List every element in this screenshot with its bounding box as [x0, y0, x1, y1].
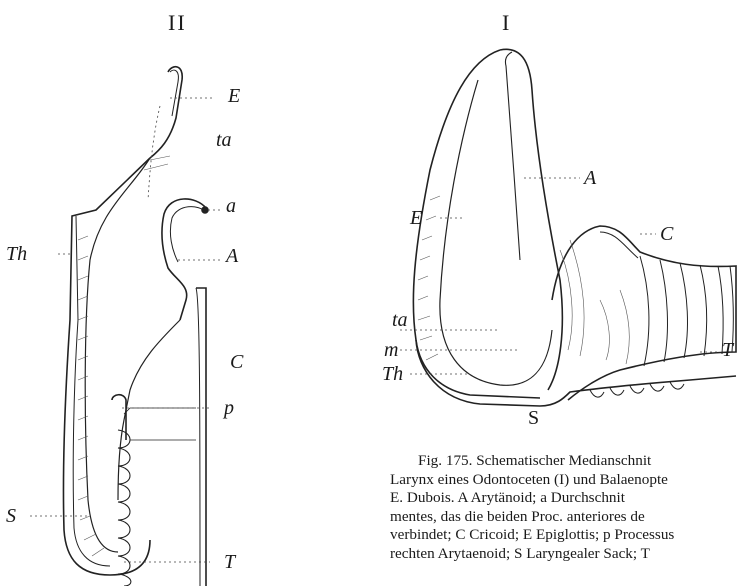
- label-ta-ii: ta: [216, 130, 232, 150]
- label-p-ii: p: [224, 398, 234, 418]
- figure-caption: Fig. 175. Schematischer Medianschnit Lar…: [390, 452, 746, 564]
- label-m-i: m: [384, 340, 398, 360]
- label-Th-i: Th: [382, 364, 403, 384]
- label-A-i: A: [584, 168, 596, 188]
- label-a-ii: a: [226, 196, 236, 216]
- figure-i-numeral: I: [502, 12, 511, 34]
- label-S-ii: S: [6, 506, 16, 526]
- label-E-ii: E: [228, 86, 240, 106]
- label-C-i: C: [660, 224, 673, 244]
- label-Th-ii: Th: [6, 244, 27, 264]
- caption-line: Fig. 175. Schematischer Medianschnit: [390, 452, 746, 471]
- epiglottis-outline-ii: [150, 67, 182, 158]
- caption-line: mentes, das die beiden Proc. anteriores …: [390, 508, 746, 527]
- label-E-i: E: [410, 208, 422, 228]
- caption-line: Larynx eines Odontoceten (I) und Balaeno…: [390, 471, 746, 490]
- label-T-i: T: [722, 340, 733, 360]
- label-C-ii: C: [230, 352, 243, 372]
- label-A-ii: A: [226, 246, 238, 266]
- caption-line: E. Dubois. A Arytänoid; a Durchschnit: [390, 489, 746, 508]
- figure-ii-numeral: II: [168, 12, 187, 34]
- label-ta-i: ta: [392, 310, 408, 330]
- label-T-ii: T: [224, 552, 235, 572]
- label-S-i: S: [528, 408, 539, 428]
- caption-line: verbindet; C Cricoid; E Epiglottis; p Pr…: [390, 526, 746, 545]
- caption-line: rechten Arytaenoid; S Laryngealer Sack; …: [390, 545, 746, 564]
